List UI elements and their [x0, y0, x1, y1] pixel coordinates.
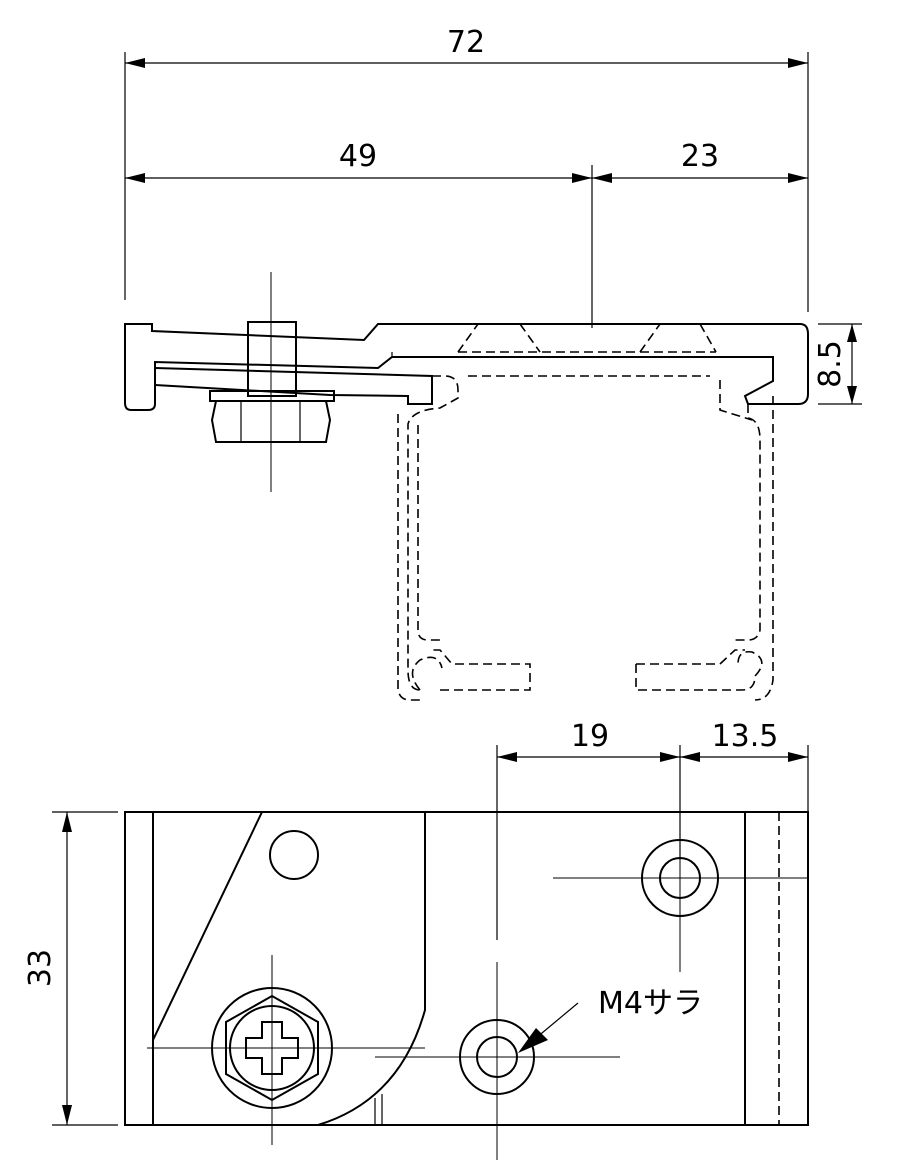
dimension-profile-height: 8.5 — [813, 323, 862, 405]
dimension-label-33: 33 — [23, 949, 58, 987]
pin-hole — [269, 830, 319, 880]
bracket-section — [124, 323, 809, 411]
dimension-label-72: 72 — [447, 25, 485, 60]
rail-profile — [397, 375, 774, 701]
dimension-overall-width: 72 — [125, 25, 808, 68]
dimension-label-19: 19 — [571, 719, 609, 754]
dimension-hole-spacing: 19 — [497, 719, 680, 762]
dimension-left-width: 49 — [125, 139, 592, 183]
plan-view: 19 13.5 33 — [23, 719, 809, 1160]
hex-bolt-plan — [147, 955, 425, 1145]
screw-callout: M4サラ — [518, 986, 703, 1053]
mounting-plate — [124, 811, 809, 1126]
side-view: 72 49 23 8.5 — [124, 25, 862, 701]
dimension-label-23: 23 — [681, 139, 719, 174]
countersunk-hole-left — [375, 962, 620, 1160]
dimension-label-8-5: 8.5 — [813, 340, 848, 388]
dimension-hole-edge-offset: 13.5 — [680, 719, 808, 762]
dimension-label-13-5: 13.5 — [712, 719, 779, 754]
dimension-plate-height: 33 — [23, 811, 118, 1126]
dimension-right-width: 23 — [592, 139, 808, 183]
countersunk-hole-right — [553, 839, 808, 972]
bolt-assembly — [209, 272, 335, 492]
screw-note: M4サラ — [598, 986, 703, 1021]
dimension-label-49: 49 — [339, 139, 377, 174]
